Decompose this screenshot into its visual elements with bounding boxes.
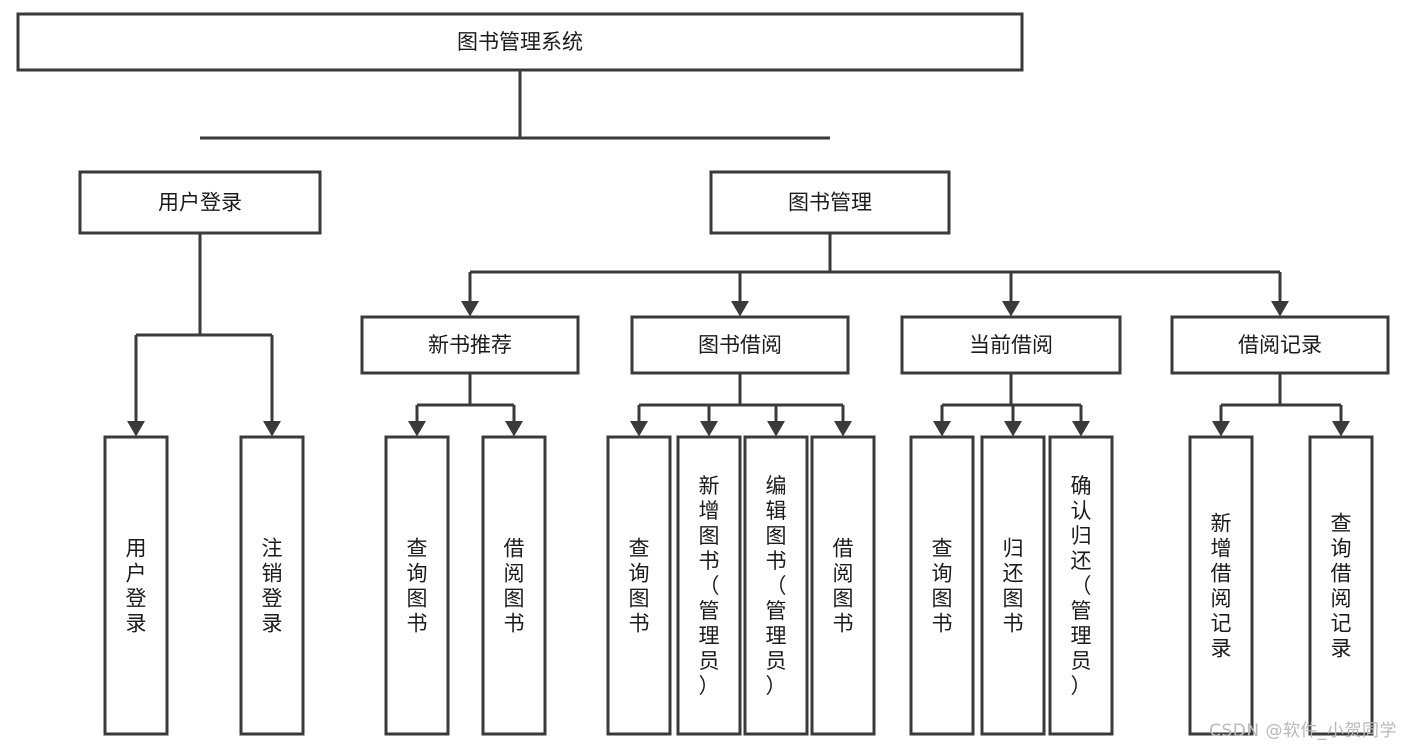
node-label: 查询借阅记录 xyxy=(1331,512,1352,661)
node-leaf-borrow-book-recommend[interactable]: 借阅图书 xyxy=(481,435,547,736)
connector-group-root xyxy=(200,70,830,140)
node-layer: 图书管理系统用户登录图书管理新书推荐图书借阅当前借阅借阅记录用户登录注销登录查询… xyxy=(16,12,1390,736)
arrow-head-icon xyxy=(461,301,479,317)
node-box[interactable] xyxy=(980,435,1046,736)
node-box[interactable] xyxy=(900,315,1122,375)
node-label: 新增图书（管理员） xyxy=(699,474,720,698)
node-box[interactable] xyxy=(481,435,547,736)
node-box[interactable] xyxy=(709,170,951,235)
node-book-borrow[interactable]: 图书借阅 xyxy=(630,315,850,375)
node-box[interactable] xyxy=(360,315,580,375)
connector-group-new-book-recommend xyxy=(408,373,523,437)
node-current-borrow[interactable]: 当前借阅 xyxy=(900,315,1122,375)
node-leaf-query-borrow-record[interactable]: 查询借阅记录 xyxy=(1308,435,1374,736)
arrow-head-icon xyxy=(1002,301,1020,317)
node-box[interactable] xyxy=(239,435,305,736)
arrow-head-icon xyxy=(1004,421,1022,437)
node-leaf-user-login[interactable]: 用户登录 xyxy=(103,435,169,736)
node-label: 用户登录 xyxy=(158,191,242,215)
node-label: 新书推荐 xyxy=(428,333,512,357)
connector-group-user-login xyxy=(127,233,281,437)
node-book-management[interactable]: 图书管理 xyxy=(709,170,951,235)
node-new-book-recommend[interactable]: 新书推荐 xyxy=(360,315,580,375)
node-box[interactable] xyxy=(606,435,672,736)
node-label: 图书借阅 xyxy=(698,333,782,357)
node-label: 注销登录 xyxy=(262,537,283,636)
arrow-head-icon xyxy=(1212,421,1230,437)
node-box[interactable] xyxy=(676,435,742,736)
node-box[interactable] xyxy=(1170,315,1390,375)
node-user-login[interactable]: 用户登录 xyxy=(78,170,322,235)
node-label: 新增借阅记录 xyxy=(1211,512,1232,661)
node-leaf-query-book-borrow[interactable]: 查询图书 xyxy=(606,435,672,736)
node-leaf-add-borrow-record[interactable]: 新增借阅记录 xyxy=(1188,435,1254,736)
node-box[interactable] xyxy=(103,435,169,736)
node-label: 图书管理 xyxy=(788,191,872,215)
node-label: 查询图书 xyxy=(932,537,953,636)
node-leaf-borrow-book[interactable]: 借阅图书 xyxy=(810,435,876,736)
arrow-head-icon xyxy=(1271,301,1289,317)
node-box[interactable] xyxy=(810,435,876,736)
arrow-head-icon xyxy=(630,421,648,437)
arrow-head-icon xyxy=(127,421,145,437)
connector-layer xyxy=(127,70,1350,437)
arrow-head-icon xyxy=(263,421,281,437)
node-box[interactable] xyxy=(1308,435,1374,736)
node-label: 借阅图书 xyxy=(504,537,525,636)
node-leaf-query-book-recommend[interactable]: 查询图书 xyxy=(384,435,450,736)
node-box[interactable] xyxy=(78,170,322,235)
arrow-head-icon xyxy=(505,421,523,437)
node-label: 查询图书 xyxy=(629,537,650,636)
node-root[interactable]: 图书管理系统 xyxy=(16,12,1024,72)
arrow-head-icon xyxy=(408,421,426,437)
arrow-head-icon xyxy=(1332,421,1350,437)
arrow-head-icon xyxy=(1072,421,1090,437)
node-box[interactable] xyxy=(1048,435,1114,736)
node-box[interactable] xyxy=(1188,435,1254,736)
node-label: 当前借阅 xyxy=(969,333,1053,357)
node-borrow-record[interactable]: 借阅记录 xyxy=(1170,315,1390,375)
node-label: 编辑图书（管理员） xyxy=(766,474,787,698)
node-box[interactable] xyxy=(743,435,809,736)
node-label: 确认归还（管理员） xyxy=(1071,474,1092,698)
node-leaf-query-book-current[interactable]: 查询图书 xyxy=(909,435,975,736)
arrow-head-icon xyxy=(834,421,852,437)
node-leaf-edit-book-admin[interactable]: 编辑图书（管理员） xyxy=(743,435,809,736)
node-label: 用户登录 xyxy=(126,537,147,636)
node-label: 图书管理系统 xyxy=(457,30,583,54)
connector-group-book-borrow xyxy=(630,373,852,437)
node-box[interactable] xyxy=(630,315,850,375)
node-leaf-confirm-return-admin[interactable]: 确认归还（管理员） xyxy=(1048,435,1114,736)
node-leaf-add-book-admin[interactable]: 新增图书（管理员） xyxy=(676,435,742,736)
arrow-head-icon xyxy=(933,421,951,437)
node-label: 借阅记录 xyxy=(1238,333,1322,357)
arrow-head-icon xyxy=(731,301,749,317)
node-label: 借阅图书 xyxy=(833,537,854,636)
node-box[interactable] xyxy=(16,12,1024,72)
arrow-head-icon xyxy=(767,421,785,437)
node-label: 查询图书 xyxy=(407,537,428,636)
node-box[interactable] xyxy=(909,435,975,736)
connector-group-borrow-record xyxy=(1212,373,1350,437)
node-leaf-return-book[interactable]: 归还图书 xyxy=(980,435,1046,736)
node-box[interactable] xyxy=(384,435,450,736)
node-label: 归还图书 xyxy=(1003,537,1024,636)
connector-group-book-management xyxy=(461,233,1289,317)
arrow-head-icon xyxy=(700,421,718,437)
node-leaf-logout[interactable]: 注销登录 xyxy=(239,435,305,736)
connector-group-current-borrow xyxy=(933,373,1090,437)
